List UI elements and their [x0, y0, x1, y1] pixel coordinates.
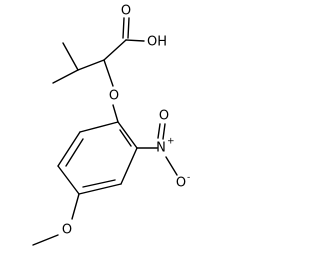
bond-ring-methoxy-oxygen: [71, 193, 80, 220]
bond-nitro-oxygen-double-b: [162, 123, 166, 140]
acid-oxygen-label: O: [121, 4, 131, 19]
bond-ch-methyl-top: [62, 42, 79, 71]
ring-bond-4: [57, 165, 80, 195]
bond-ch-methyl-bottom: [52, 69, 79, 84]
bond-nitro-oxygen-double-a: [157, 123, 161, 139]
nitro-oxygen-single-label: O: [176, 176, 186, 191]
bond-carboxyl-double-b: [127, 17, 130, 39]
ring-bond-1: [117, 121, 138, 149]
chemical-structure: O OH O N + O O - O: [32, 4, 190, 246]
bond-alpha-ether-oxygen: [103, 59, 114, 87]
ether-oxygen-label: O: [109, 89, 119, 104]
ring-inner-bond-3: [65, 138, 84, 167]
hydroxyl-label: OH: [147, 35, 167, 50]
methoxy-oxygen-label: O: [62, 223, 72, 238]
bond-carboxyl-double-a: [122, 17, 125, 39]
bond-carboxyl-alpha: [103, 39, 127, 61]
nitro-negative-charge: -: [187, 173, 190, 183]
bond-methoxy-methyl: [32, 234, 59, 246]
nitro-positive-charge: +: [167, 137, 175, 147]
nitro-oxygen-double-label: O: [159, 109, 169, 124]
ring-bond-2: [120, 147, 138, 185]
bond-carboxyl-oh: [125, 39, 145, 42]
ring-bond-3: [78, 183, 122, 195]
bond-alpha-ch: [77, 59, 105, 71]
ring-inner-bond-1: [119, 129, 132, 147]
bond-ether-oxygen-ring: [112, 104, 119, 123]
nitro-nitrogen-label: N: [156, 141, 166, 156]
ring-bond-5: [57, 131, 81, 167]
bond-nitro-oxygen-single: [165, 156, 178, 176]
ring-bond-6: [79, 121, 119, 133]
ring-inner-bond-2: [82, 179, 116, 188]
